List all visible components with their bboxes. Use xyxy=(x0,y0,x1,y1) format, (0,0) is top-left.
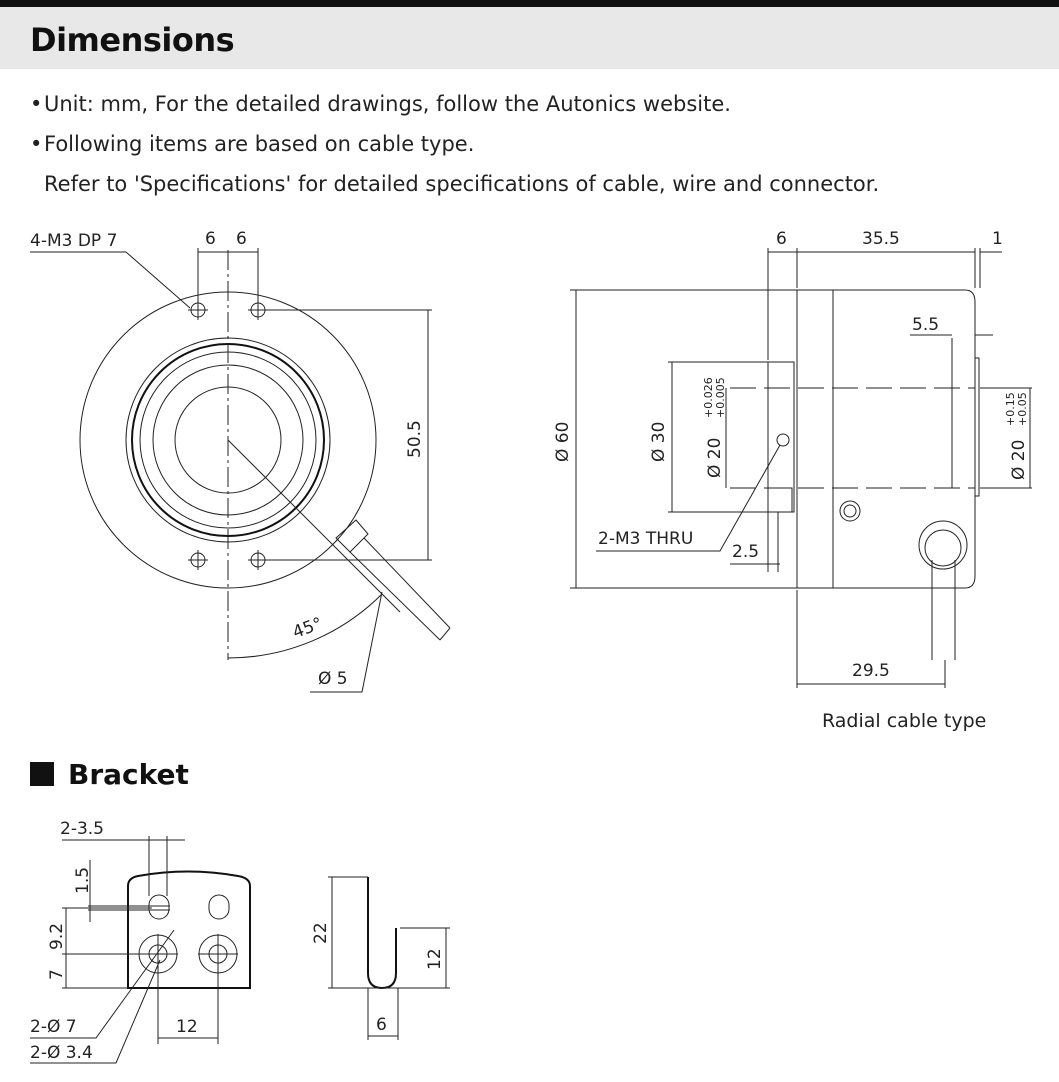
front-view: 45° 6 6 4-M3 DP 7 50.5 Ø 5 xyxy=(30,229,451,693)
svg-text:2-3.5: 2-3.5 xyxy=(60,819,104,839)
svg-text:2-Ø 7: 2-Ø 7 xyxy=(30,1017,77,1037)
svg-text:22: 22 xyxy=(311,922,331,944)
svg-text:6: 6 xyxy=(236,229,247,249)
svg-text:1.5: 1.5 xyxy=(73,867,93,894)
svg-text:12: 12 xyxy=(176,1017,198,1037)
square-bullet-icon xyxy=(30,762,54,786)
svg-text:4-M3 DP 7: 4-M3 DP 7 xyxy=(30,231,117,251)
svg-text:Ø 20: Ø 20 xyxy=(1009,440,1029,480)
svg-text:29.5: 29.5 xyxy=(852,661,890,681)
svg-text:+0.026: +0.026 xyxy=(702,377,715,418)
svg-text:45°: 45° xyxy=(290,614,325,643)
cable xyxy=(335,519,451,641)
svg-text:12: 12 xyxy=(425,948,445,970)
svg-text:Ø 60: Ø 60 xyxy=(553,422,573,462)
mounting-holes xyxy=(188,300,268,570)
svg-text:6: 6 xyxy=(205,229,216,249)
cable-gland xyxy=(918,520,968,660)
svg-text:Ø 5: Ø 5 xyxy=(318,669,348,689)
svg-text:7: 7 xyxy=(47,969,67,980)
page-title: Dimensions xyxy=(30,21,235,59)
svg-text:1: 1 xyxy=(992,229,1003,249)
svg-text:2.5: 2.5 xyxy=(732,542,759,562)
note-cable: •Following items are based on cable type… xyxy=(30,132,475,156)
svg-text:6: 6 xyxy=(776,229,787,249)
svg-text:6: 6 xyxy=(376,1015,387,1035)
side-view: 6 35.5 1 5.5 Ø 60 Ø 30 Ø 20 +0.026 +0.00… xyxy=(553,229,1032,688)
svg-text:+0.005: +0.005 xyxy=(714,377,727,418)
note-specs: Refer to 'Specifications' for detailed s… xyxy=(44,172,880,196)
svg-text:+0.05: +0.05 xyxy=(1016,392,1029,426)
svg-text:35.5: 35.5 xyxy=(862,229,900,249)
bracket-heading: Bracket xyxy=(30,758,189,791)
radial-cable-caption: Radial cable type xyxy=(822,710,987,732)
top-rule xyxy=(0,0,1059,7)
svg-text:Ø 20: Ø 20 xyxy=(705,438,725,478)
svg-text:5.5: 5.5 xyxy=(912,315,939,335)
svg-text:2-M3 THRU: 2-M3 THRU xyxy=(598,529,693,549)
svg-text:50.5: 50.5 xyxy=(405,420,425,458)
svg-text:9.2: 9.2 xyxy=(47,923,67,950)
bracket-drawing: 2-3.5 1.5 9.2 7 2-Ø 7 2-Ø 3.4 12 22 12 6 xyxy=(30,819,450,1064)
section-header: Dimensions xyxy=(0,7,1059,69)
svg-text:+0.15: +0.15 xyxy=(1004,392,1017,426)
note-unit: •Unit: mm, For the detailed drawings, fo… xyxy=(30,92,731,116)
svg-text:Ø 30: Ø 30 xyxy=(649,422,669,462)
svg-text:2-Ø 3.4: 2-Ø 3.4 xyxy=(30,1043,93,1063)
